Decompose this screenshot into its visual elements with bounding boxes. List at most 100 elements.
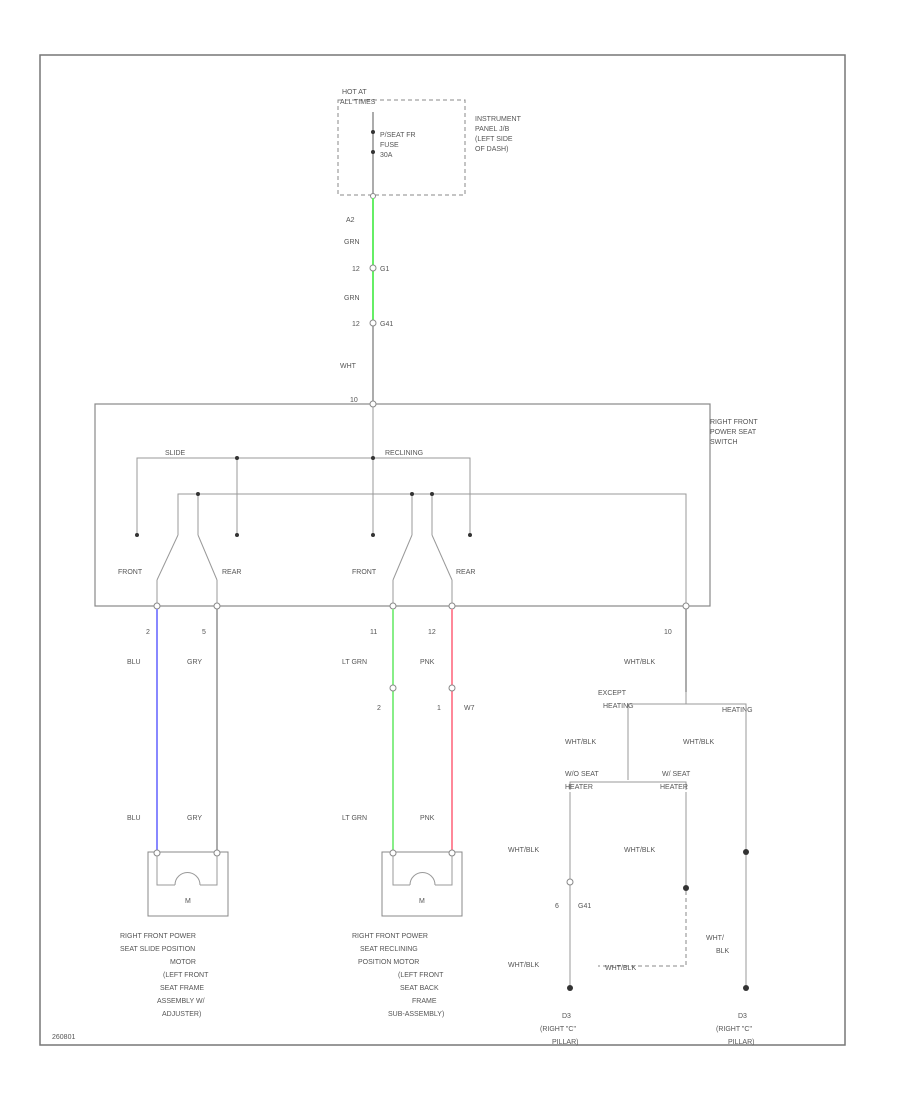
switch-pin-12	[448, 602, 456, 610]
slide-front-arm	[156, 534, 179, 581]
ltgrn-label-2: LT GRN	[342, 815, 367, 822]
contact	[235, 533, 239, 537]
motor1-label-6: ASSEMBLY W/	[157, 998, 205, 1005]
motor2-m-label: M	[419, 898, 425, 905]
except-branch	[627, 692, 687, 712]
pnk-label-1: PNK	[420, 659, 435, 666]
ip-label-4: OF DASH)	[475, 146, 508, 153]
motor2-label-4: (LEFT FRONT	[398, 972, 444, 979]
reclining-motor	[381, 851, 463, 917]
motor-winding	[174, 872, 201, 886]
front-label-2: FRONT	[352, 569, 377, 576]
rear-label-2: REAR	[456, 569, 475, 576]
whtblk-label-3: WHT/BLK	[683, 739, 714, 746]
fuse-label-1: P/SEAT FR	[380, 132, 416, 139]
grn-label-1: GRN	[344, 239, 360, 246]
motor-pin	[153, 849, 161, 857]
ltgrn-label-1: LT GRN	[342, 659, 367, 666]
switch-label-3: SWITCH	[710, 439, 738, 446]
junction	[430, 492, 434, 496]
motor1-m-label: M	[185, 898, 191, 905]
reclining-label: RECLINING	[385, 450, 423, 457]
motor2-label-1: RIGHT FRONT POWER	[352, 933, 428, 940]
motor-lead	[200, 856, 218, 886]
ground-point	[567, 985, 573, 991]
whtblk-label-5: WHT/BLK	[624, 847, 655, 854]
motor-lead	[392, 856, 410, 886]
motor1-label-3: MOTOR	[170, 959, 196, 966]
all-times-label: ALL TIMES	[340, 99, 376, 106]
blu-label-2: BLU	[127, 815, 141, 822]
heater-split	[569, 781, 687, 790]
ip-label-1: INSTRUMENT	[475, 116, 522, 123]
pin-top-label: 10	[350, 397, 358, 404]
junction	[196, 492, 200, 496]
motor-lead	[435, 856, 453, 886]
grn-label-2: GRN	[344, 295, 360, 302]
slide-motor	[147, 851, 229, 917]
conn1b-label: G1	[380, 266, 389, 273]
junction	[235, 456, 239, 460]
splice-connector	[448, 684, 456, 692]
diagram-id: 260801	[52, 1034, 75, 1041]
pin5-label: 5	[202, 629, 206, 636]
motor1-label-1: RIGHT FRONT POWER	[120, 933, 196, 940]
switch-label-1: RIGHT FRONT	[710, 419, 758, 426]
wht-label: WHT	[340, 363, 357, 370]
conn6b-label: G41	[578, 903, 591, 910]
splice-1-label: 1	[437, 705, 441, 712]
instrument-panel-jb	[337, 99, 466, 196]
motor-winding	[409, 872, 436, 886]
motor2-label-5: SEAT BACK	[400, 985, 439, 992]
splice-2-label: 2	[377, 705, 381, 712]
contact	[135, 533, 139, 537]
ground-point	[743, 985, 749, 991]
gnd2-label-b: (RIGHT "C"	[716, 1026, 752, 1033]
pin12-label: 12	[428, 629, 436, 636]
gnd2-label-a: D3	[738, 1013, 747, 1020]
pin10-label: 10	[664, 629, 672, 636]
whtblk-label-7: WHT/BLK	[605, 965, 636, 972]
splice-connector	[389, 684, 397, 692]
splice-g-label: W7	[464, 705, 475, 712]
gry-label-1: GRY	[187, 659, 202, 666]
fuse-label-2: FUSE	[380, 142, 399, 149]
heating-label: HEATING	[722, 707, 753, 714]
except-label-1: EXCEPT	[598, 690, 627, 697]
pnk-label-2: PNK	[420, 815, 435, 822]
motor1-label-7: ADJUSTER)	[162, 1011, 201, 1018]
motor1-label-4: (LEFT FRONT	[163, 972, 209, 979]
motor-pin	[389, 849, 397, 857]
junction	[410, 492, 414, 496]
switch-pin-5	[213, 602, 221, 610]
motor-pin	[448, 849, 456, 857]
junction	[683, 885, 689, 891]
rear-label-1: REAR	[222, 569, 241, 576]
switch-pin	[369, 400, 377, 408]
w-seat-label-2: HEATER	[660, 784, 688, 791]
supply-bus	[136, 457, 471, 535]
connector	[369, 264, 377, 272]
contact	[371, 533, 375, 537]
blu-label-1: BLU	[127, 659, 141, 666]
switch-pin-11	[389, 602, 397, 610]
motor2-label-3: POSITION MOTOR	[358, 959, 419, 966]
whtblk-label-8a: WHT/	[706, 935, 724, 942]
motor-lead	[156, 856, 175, 886]
splice-connector	[566, 878, 574, 886]
slide-rear-arm	[197, 534, 218, 581]
wo-seat-label-2: HEATER	[565, 784, 593, 791]
pin11-label: 11	[370, 629, 377, 636]
switch-label-2: POWER SEAT	[710, 429, 757, 436]
slide-label: SLIDE	[165, 450, 186, 457]
pin-a2-label: A2	[346, 217, 355, 224]
gry-label-2: GRY	[187, 815, 202, 822]
pin2-label: 2	[146, 629, 150, 636]
power-seat-switch	[94, 403, 711, 607]
switch-pin-2	[153, 602, 161, 610]
motor2-label-2: SEAT RECLINING	[360, 946, 418, 953]
conn2-label: 12	[352, 321, 360, 328]
shield-wire	[598, 891, 687, 967]
fuse-pin	[370, 193, 376, 199]
